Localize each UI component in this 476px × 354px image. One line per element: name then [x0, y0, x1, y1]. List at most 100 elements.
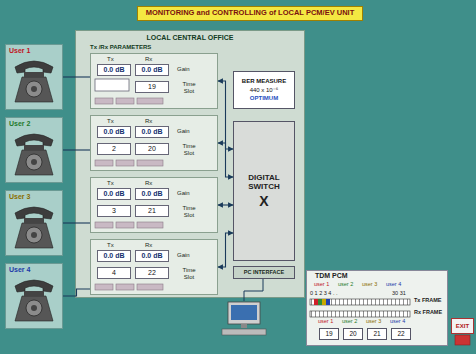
- time-slot-box: 2: [97, 143, 131, 155]
- pc-interface: PC INTERFACE: [233, 266, 295, 279]
- node-text: 0.0 dB: [103, 190, 124, 198]
- time-slot-box: 21: [135, 205, 169, 217]
- telephone-icon: [15, 61, 53, 321]
- node-text: Gain: [177, 128, 190, 135]
- gain-box: 0.0 dB: [135, 126, 169, 138]
- node-text: 0.0 dB: [103, 252, 124, 260]
- node-text: 0.0 dB: [141, 128, 162, 136]
- node-text: PC INTERFACE: [244, 269, 284, 275]
- node-text: EXIT: [456, 323, 469, 330]
- frame-label: 30 31: [392, 290, 406, 296]
- node-text: 21: [148, 207, 156, 215]
- connector: [218, 233, 233, 267]
- node-text: Gain: [177, 66, 190, 73]
- exit-button: EXIT: [451, 318, 474, 334]
- node-text: 22: [148, 269, 156, 277]
- connector: [63, 222, 90, 223]
- node-text: OPTIMUM: [250, 95, 278, 102]
- control-buttons: [95, 98, 163, 290]
- connector: [63, 76, 90, 77]
- time-slot-box: 19: [135, 81, 169, 93]
- node-text: 0.0 dB: [103, 66, 124, 74]
- node-text: 19: [325, 330, 332, 337]
- node-text: 0.0 dB: [141, 190, 162, 198]
- node-text: X: [259, 193, 268, 209]
- title-bar: MONITORING and CONTROLLING of LOCAL PCM/…: [137, 6, 363, 21]
- node-text: 440 x 10⁻⁶: [250, 87, 279, 94]
- node-text: 4: [112, 269, 116, 277]
- exit-door: [455, 335, 470, 345]
- node-text: Rx: [145, 118, 152, 125]
- node-text: Time Slot: [177, 205, 201, 219]
- connector: [218, 204, 233, 205]
- time-slot-box: 20: [135, 143, 169, 155]
- node-text: 21: [373, 330, 380, 337]
- node-text: LOCAL CENTRAL OFFICE: [76, 34, 304, 42]
- node-text: Tx: [107, 242, 114, 249]
- empty-slot-box: [95, 79, 129, 91]
- node-text: 2: [112, 145, 116, 153]
- node-text: Time Slot: [177, 267, 201, 281]
- gain-box: 0.0 dB: [135, 188, 169, 200]
- connector: [63, 149, 90, 150]
- connector: [218, 81, 233, 149]
- time-slot-box: 4: [97, 267, 131, 279]
- frame-label: 0 1 2 3 4 . .: [310, 290, 338, 296]
- node-text: 19: [148, 83, 156, 91]
- time-slot-box: 3: [97, 205, 131, 217]
- node-text: 0.0 dB: [141, 66, 162, 74]
- digital-switch: DIGITAL SWITCH X: [233, 121, 295, 261]
- node-text: User 3: [9, 193, 30, 201]
- frame-label: user 3: [362, 281, 377, 287]
- node-text: User 2: [9, 120, 30, 128]
- node-text: 3: [112, 207, 116, 215]
- time-slot-box: 19: [319, 328, 339, 340]
- frame-label: user 3: [366, 318, 381, 324]
- connector: [63, 289, 90, 296]
- node-text: 20: [148, 145, 156, 153]
- gain-box: 0.0 dB: [97, 188, 131, 200]
- node-text: 0.0 dB: [141, 252, 162, 260]
- frame-label: user 4: [386, 281, 401, 287]
- time-slot-box: 22: [135, 267, 169, 279]
- gain-box: 0.0 dB: [97, 250, 131, 262]
- node-text: Tx: [107, 118, 114, 125]
- node-text: DIGITAL SWITCH: [237, 173, 291, 191]
- frame-label: user 2: [338, 281, 353, 287]
- time-slot-box: 21: [367, 328, 387, 340]
- frame-label: user 4: [390, 318, 405, 324]
- ber-measure-box: BER MEASURE 440 x 10⁻⁶OPTIMUM: [233, 71, 295, 109]
- frame-label: Rx FRAME: [414, 309, 442, 315]
- node-text: Tx: [107, 180, 114, 187]
- frame-label: user 1: [318, 318, 333, 324]
- frame-label: Tx FRAME: [414, 297, 442, 303]
- time-slot-box: 22: [391, 328, 411, 340]
- node-text: 20: [349, 330, 356, 337]
- node-text: Rx: [145, 242, 152, 249]
- gain-box: 0.0 dB: [97, 126, 131, 138]
- node-text: 22: [397, 330, 404, 337]
- node-text: BER MEASURE: [242, 78, 286, 85]
- gain-box: 0.0 dB: [135, 250, 169, 262]
- tdm-frame: [310, 299, 410, 317]
- computer-icon: [222, 279, 266, 335]
- node-text: Tx /Rx PARAMETERS: [90, 44, 151, 51]
- node-text: Time Slot: [177, 143, 201, 157]
- node-text: User 1: [9, 47, 30, 55]
- frame-label: user 2: [342, 318, 357, 324]
- node-text: TDM PCM: [315, 272, 348, 280]
- connector: [218, 143, 233, 177]
- gain-box: 0.0 dB: [97, 64, 131, 76]
- node-text: User 4: [9, 266, 30, 274]
- node-text: Time Slot: [177, 81, 201, 95]
- frame-label: user 1: [314, 281, 329, 287]
- node-text: Gain: [177, 190, 190, 197]
- node-text: 0.0 dB: [103, 128, 124, 136]
- node-text: Rx: [145, 180, 152, 187]
- node-text: Rx: [145, 56, 152, 63]
- node-text: Tx: [107, 56, 114, 63]
- gain-box: 0.0 dB: [135, 64, 169, 76]
- time-slot-box: 20: [343, 328, 363, 340]
